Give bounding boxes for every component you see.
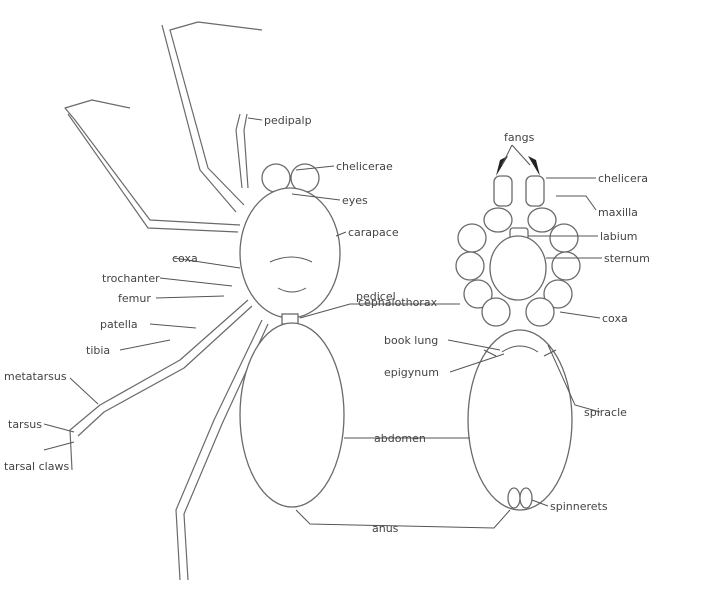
coxa-r1 [550, 224, 578, 252]
maxilla-left [484, 208, 512, 232]
coxa-l2 [456, 252, 484, 280]
label-cephalothorax: cephalothorax [358, 296, 438, 309]
ventral-abdomen-shape [468, 330, 572, 510]
maxilla-right [528, 208, 556, 232]
label-anus: anus [372, 522, 399, 535]
dorsal-view [65, 22, 344, 580]
label-carapace: carapace [348, 226, 399, 239]
label-spiracle: spiracle [584, 406, 627, 419]
label-book-lung: book lung [384, 334, 438, 347]
leg-2 [65, 100, 240, 232]
label-metatarsus: metatarsus [4, 370, 67, 383]
abdomen-shape [240, 323, 344, 507]
ventral-view [456, 156, 580, 510]
spinneret-right [520, 488, 532, 508]
coxa-l1 [458, 224, 486, 252]
label-femur: femur [118, 292, 151, 305]
ventral-chelicera-left [494, 176, 512, 206]
label-trochanter: trochanter [102, 272, 160, 285]
label-spinnerets: spinnerets [550, 500, 608, 513]
label-epigynum: epigynum [384, 366, 439, 379]
label-fangs: fangs [504, 131, 535, 144]
label-pedipalp: pedipalp [264, 114, 312, 127]
label-sternum: sternum [604, 252, 650, 265]
ventral-chelicera-right [526, 176, 544, 206]
label-maxilla: maxilla [598, 206, 638, 219]
label-chelicerae: chelicerae [336, 160, 393, 173]
leg-3 [70, 300, 252, 470]
label-eyes: eyes [342, 194, 368, 207]
fang-left [496, 156, 508, 176]
sternum-shape [490, 236, 546, 300]
pedipalp-shape [236, 114, 248, 188]
coxa-r4 [526, 298, 554, 326]
fang-right [528, 156, 540, 176]
label-tarsal-claws: tarsal claws [4, 460, 69, 473]
coxa-l4 [482, 298, 510, 326]
spinneret-left [508, 488, 520, 508]
label-coxa: coxa [602, 312, 628, 325]
label-coxa-dorsal: coxa [172, 252, 198, 265]
label-patella: patella [100, 318, 138, 331]
coxa-r2 [552, 252, 580, 280]
label-tibia: tibia [86, 344, 110, 357]
label-tarsus: tarsus [8, 418, 42, 431]
cephalothorax-shape [240, 188, 340, 318]
label-abdomen: abdomen [374, 432, 426, 445]
label-labium: labium [600, 230, 638, 243]
label-chelicera: chelicera [598, 172, 648, 185]
